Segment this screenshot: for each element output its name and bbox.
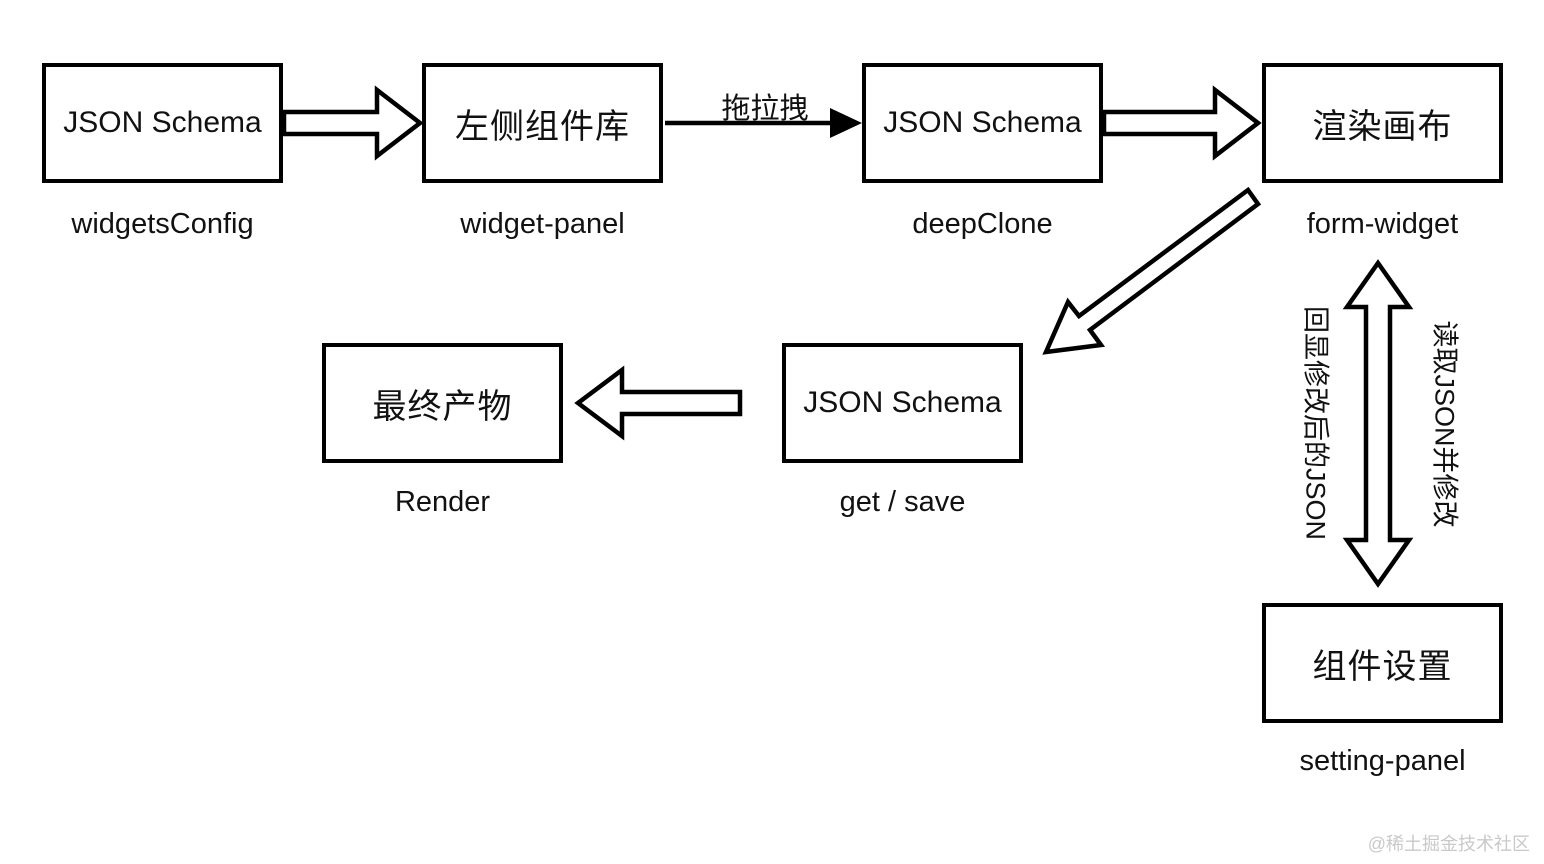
node-caption-deepclone: deepClone [912, 208, 1053, 240]
arrow-formwidget-settingpanel-double-icon [1342, 259, 1414, 588]
node-caption-form-widget: form-widget [1306, 208, 1459, 240]
arrow-widgetsconfig-to-widgetpanel-icon [281, 85, 424, 161]
node-box-widget-panel: 左侧组件库 [422, 63, 663, 183]
watermark: @稀土掘金技术社区 [1367, 834, 1530, 854]
arrow-getsave-to-render-icon [574, 365, 743, 441]
node-caption-get-save: get / save [839, 486, 966, 518]
edge-label-drag: 拖拉拽 [721, 93, 809, 125]
edge-label-read-and-modify-json: 读取JSON并修改 [1429, 320, 1460, 528]
arrow-formwidget-to-getsave-icon [1042, 186, 1262, 355]
node-box-deepclone: JSON Schema [862, 63, 1103, 183]
node-box-render: 最终产物 [322, 343, 563, 463]
arrow-deepclone-to-formwidget-icon [1101, 85, 1262, 161]
node-box-widgetsconfig: JSON Schema [42, 63, 283, 183]
edge-label-echo-modified-json: 回显修改后的JSON [1300, 305, 1331, 541]
node-caption-widgetsconfig: widgetsConfig [71, 208, 254, 240]
node-caption-widget-panel: widget-panel [460, 208, 625, 240]
node-caption-setting-panel: setting-panel [1299, 745, 1466, 777]
node-box-setting-panel: 组件设置 [1262, 603, 1503, 723]
node-caption-render: Render [394, 486, 491, 518]
node-box-get-save: JSON Schema [782, 343, 1023, 463]
arrow-widgetpanel-to-deepclone-head-icon [830, 108, 862, 138]
node-box-form-widget: 渲染画布 [1262, 63, 1503, 183]
